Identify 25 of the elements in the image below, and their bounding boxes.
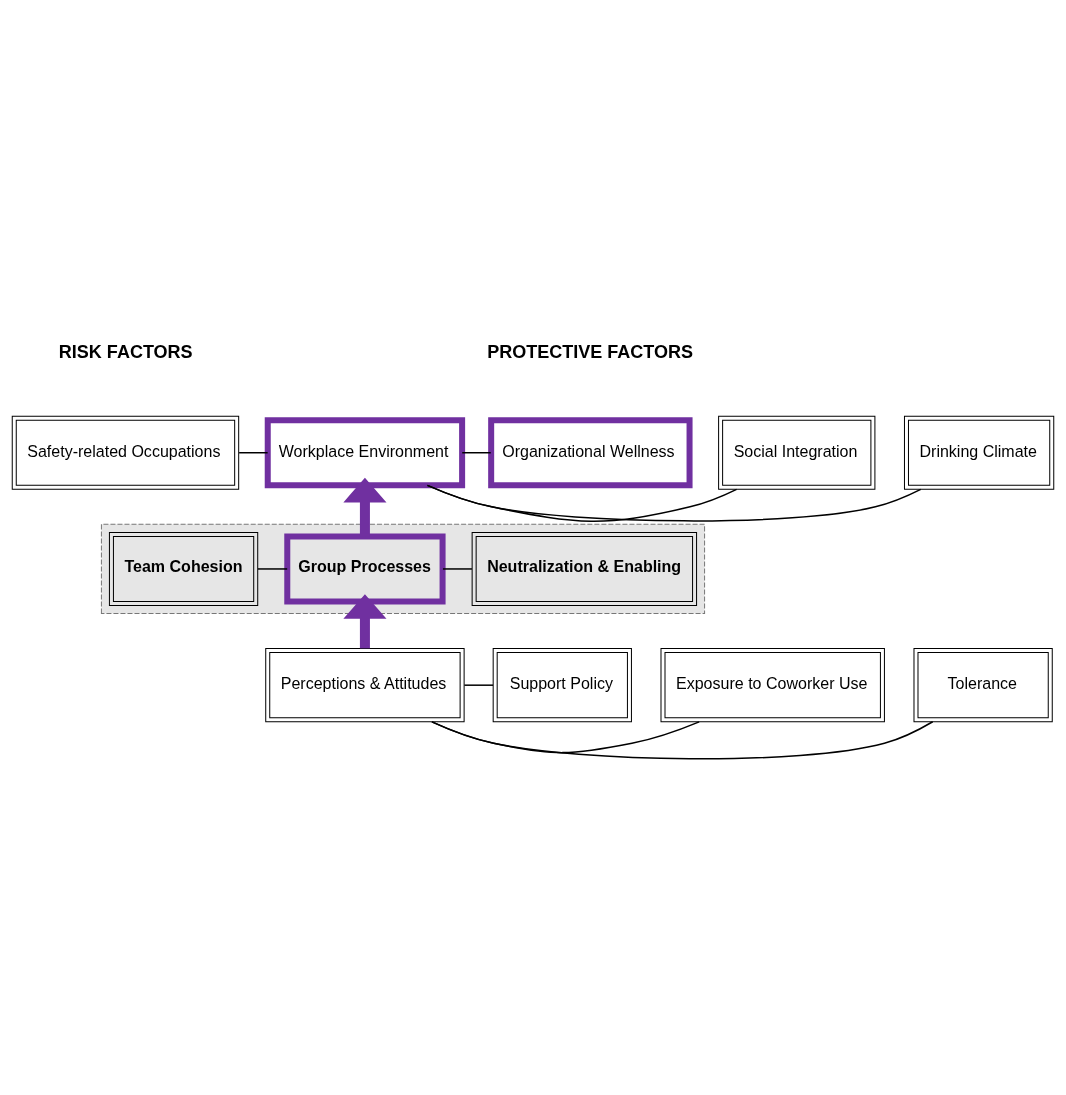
node-box: Tolerance [913, 647, 1053, 722]
label: PROTECTIVE FACTORS [487, 341, 694, 362]
label: RISK FACTORS [58, 341, 193, 362]
node-box: Support Policy [492, 647, 632, 722]
node-box: Perceptions & Attitudes [265, 647, 465, 722]
arrow [343, 477, 387, 536]
node-box: Team Cohesion [108, 531, 259, 606]
node-box: Neutralization & Enabling [471, 531, 698, 606]
connector [461, 451, 492, 453]
connector [431, 720, 934, 759]
node-box: Workplace Environment [264, 416, 466, 488]
connector [463, 683, 494, 686]
connector [426, 484, 922, 522]
connector [442, 567, 473, 570]
connector [257, 567, 288, 570]
cluster [100, 523, 706, 614]
node-box: Organizational Wellness [488, 416, 693, 488]
node-box: Drinking Climate [903, 415, 1055, 490]
node-box: Group Processes [284, 532, 446, 605]
node-box: Safety-related Occupations [11, 415, 240, 490]
node-box: Exposure to Coworker Use [660, 647, 885, 722]
connector [238, 451, 269, 453]
arrow [343, 593, 387, 648]
connector [426, 484, 738, 522]
node-box: Social Integration [718, 415, 876, 490]
